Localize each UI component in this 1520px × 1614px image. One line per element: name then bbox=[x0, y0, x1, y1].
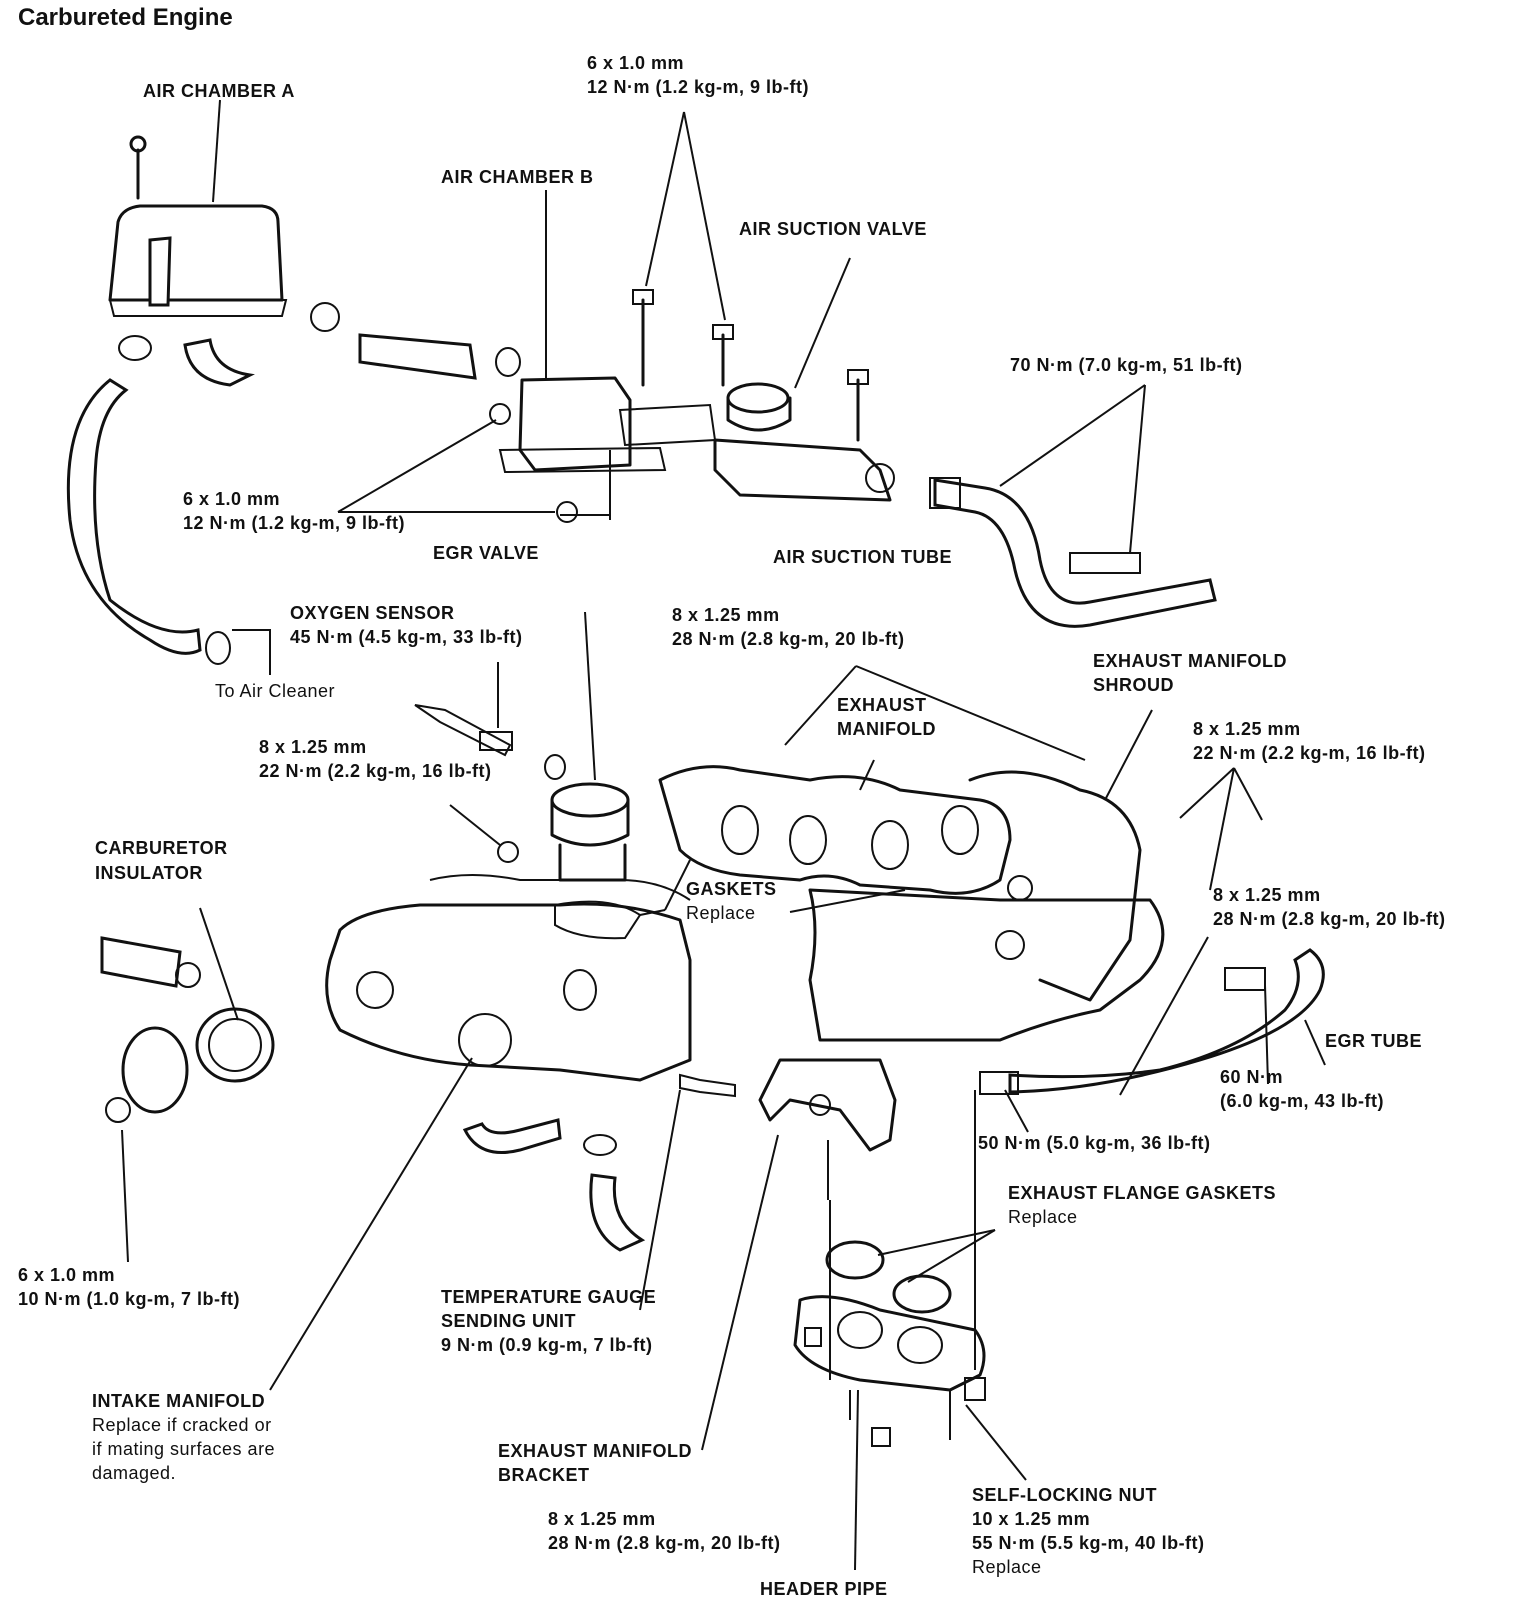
carburetor-insulator-part bbox=[100, 936, 275, 1123]
label-bolt-mid-size: 6 x 1.0 mm bbox=[183, 489, 281, 509]
label-bolt-825-b-torque: 22 N·m (2.2 kg-m, 16 lb-ft) bbox=[1193, 743, 1426, 763]
label-bracket-1: EXHAUST MANIFOLD bbox=[498, 1441, 692, 1461]
label-gaskets: GASKETS bbox=[686, 879, 777, 899]
label-exhaust-manifold-1: EXHAUST bbox=[837, 695, 927, 715]
label-self-locking-nut: SELF-LOCKING NUT bbox=[972, 1485, 1157, 1505]
label-oxygen-sensor-torque: 45 N·m (4.5 kg-m, 33 lb-ft) bbox=[290, 627, 523, 647]
label-exhaust-manifold-2: MANIFOLD bbox=[837, 719, 936, 739]
bolts-top bbox=[632, 289, 869, 442]
hoses-bottom bbox=[462, 1073, 736, 1252]
label-exhaust-flange-note: Replace bbox=[1008, 1207, 1078, 1227]
label-bolt-mid-torque: 12 N·m (1.2 kg-m, 9 lb-ft) bbox=[183, 513, 406, 533]
air-chamber-b-part bbox=[489, 376, 717, 523]
egr-valve-part bbox=[497, 782, 642, 940]
label-bolt-825-d-torque: 28 N·m (2.8 kg-m, 20 lb-ft) bbox=[1213, 909, 1446, 929]
label-temp-gauge-torque: 9 N·m (0.9 kg-m, 7 lb-ft) bbox=[441, 1335, 653, 1355]
label-nut-size: 10 x 1.25 mm bbox=[972, 1509, 1091, 1529]
label-intake-manifold: INTAKE MANIFOLD bbox=[92, 1391, 266, 1411]
label-torque-50: 50 N·m (5.0 kg-m, 36 lb-ft) bbox=[978, 1133, 1211, 1153]
label-to-air-cleaner: To Air Cleaner bbox=[215, 681, 336, 701]
leader-lines bbox=[121, 99, 1326, 1571]
label-gaskets-note: Replace bbox=[686, 903, 756, 923]
label-bolt-825-c-size: 8 x 1.25 mm bbox=[259, 737, 367, 757]
hoses-left bbox=[66, 302, 521, 675]
label-air-suction-tube: AIR SUCTION TUBE bbox=[773, 547, 952, 567]
label-bolt-825-b-size: 8 x 1.25 mm bbox=[1193, 719, 1301, 739]
label-exhaust-manifold-shroud-2: SHROUD bbox=[1093, 675, 1175, 695]
label-oxygen-sensor: OXYGEN SENSOR bbox=[290, 603, 455, 623]
label-torque-60-a: 60 N·m bbox=[1220, 1067, 1284, 1087]
label-bolt-825-a-size: 8 x 1.25 mm bbox=[672, 605, 780, 625]
label-intake-note-2: if mating surfaces are bbox=[92, 1439, 276, 1459]
air-suction-valve-part bbox=[713, 382, 895, 502]
label-temp-gauge-2: SENDING UNIT bbox=[441, 1311, 577, 1331]
label-air-chamber-a: AIR CHAMBER A bbox=[143, 81, 295, 101]
label-header-pipe: HEADER PIPE bbox=[760, 1579, 888, 1599]
label-intake-note-1: Replace if cracked or bbox=[92, 1415, 272, 1435]
label-carb-insulator-2: INSULATOR bbox=[95, 863, 203, 883]
label-bolt-top-size: 6 x 1.0 mm bbox=[587, 53, 685, 73]
label-intake-note-3: damaged. bbox=[92, 1463, 177, 1483]
label-exhaust-flange-gaskets: EXHAUST FLANGE GASKETS bbox=[1008, 1183, 1277, 1203]
label-nut-note: Replace bbox=[972, 1557, 1042, 1577]
label-bolt-10-torque: 10 N·m (1.0 kg-m, 7 lb-ft) bbox=[18, 1289, 241, 1309]
label-bolt-10-size: 6 x 1.0 mm bbox=[18, 1265, 116, 1285]
label-egr-tube: EGR TUBE bbox=[1325, 1031, 1423, 1051]
label-nut-torque: 55 N·m (5.5 kg-m, 40 lb-ft) bbox=[972, 1533, 1205, 1553]
egr-tube-part bbox=[979, 948, 1325, 1095]
label-egr-valve: EGR VALVE bbox=[433, 543, 539, 563]
label-bolt-825-e-torque: 28 N·m (2.8 kg-m, 20 lb-ft) bbox=[548, 1533, 781, 1553]
label-bracket-2: BRACKET bbox=[498, 1465, 590, 1485]
label-torque-70: 70 N·m (7.0 kg-m, 51 lb-ft) bbox=[1010, 355, 1243, 375]
oxygen-sensor-part bbox=[414, 704, 566, 780]
label-temp-gauge-1: TEMPERATURE GAUGE bbox=[441, 1287, 657, 1307]
label-air-suction-valve: AIR SUCTION VALVE bbox=[739, 219, 927, 239]
page-title: Carbureted Engine bbox=[18, 4, 233, 31]
header-pipe-part bbox=[793, 1090, 986, 1447]
air-chamber-a-part bbox=[108, 135, 288, 317]
label-bolt-825-c-torque: 22 N·m (2.2 kg-m, 16 lb-ft) bbox=[259, 761, 492, 781]
label-carb-insulator-1: CARBURETOR bbox=[95, 838, 228, 858]
label-exhaust-manifold-shroud-1: EXHAUST MANIFOLD bbox=[1093, 651, 1287, 671]
label-bolt-825-a-torque: 28 N·m (2.8 kg-m, 20 lb-ft) bbox=[672, 629, 905, 649]
label-torque-60-b: (6.0 kg-m, 43 lb-ft) bbox=[1220, 1091, 1385, 1111]
air-suction-tube-part bbox=[929, 477, 1217, 628]
label-bolt-top-torque: 12 N·m (1.2 kg-m, 9 lb-ft) bbox=[587, 77, 810, 97]
label-bolt-825-d-size: 8 x 1.25 mm bbox=[1213, 885, 1321, 905]
exhaust-manifold-part bbox=[658, 765, 1165, 1042]
label-bolt-825-e-size: 8 x 1.25 mm bbox=[548, 1509, 656, 1529]
exhaust-manifold-bracket-part bbox=[758, 1058, 897, 1200]
intake-manifold-part bbox=[325, 874, 692, 1082]
label-air-chamber-b: AIR CHAMBER B bbox=[441, 167, 594, 187]
